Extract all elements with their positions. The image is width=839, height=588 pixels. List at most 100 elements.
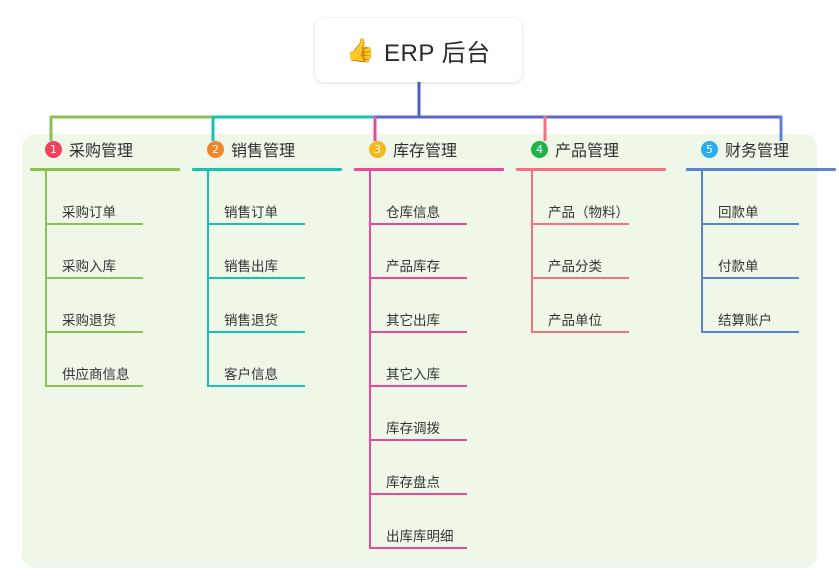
branch-header-sales[interactable]: 2 销售管理: [192, 134, 342, 164]
leaf-item-rule: [701, 223, 799, 225]
leaf-item[interactable]: 销售退货: [207, 279, 342, 333]
branch-header-rule: [686, 168, 836, 171]
branch-items-product: 产品（物料） 产品分类产品单位: [516, 171, 666, 333]
root-node-card[interactable]: 👍 ERP 后台: [315, 18, 522, 82]
leaf-item-label: 仓库信息: [386, 205, 440, 221]
leaf-item[interactable]: 其它入库: [369, 333, 504, 387]
leaf-item-label: 结算账户: [718, 313, 772, 329]
leaf-item-label: 产品单位: [548, 313, 602, 329]
branch-items-sales: 销售订单销售出库销售退货客户信息: [192, 171, 342, 387]
leaf-item-label: 采购退货: [62, 313, 116, 329]
leaf-item[interactable]: 库存盘点: [369, 441, 504, 495]
branch-spine: [531, 171, 533, 333]
leaf-item-rule: [531, 331, 629, 333]
branch-spine: [369, 171, 371, 549]
leaf-item-label: 产品库存: [386, 259, 440, 275]
leaf-item-label: 供应商信息: [62, 367, 130, 383]
branch-spine: [45, 171, 47, 387]
branch-header-finance[interactable]: 5 财务管理: [686, 134, 836, 164]
leaf-item-label: 产品分类: [548, 259, 602, 275]
leaf-item[interactable]: 销售订单: [207, 171, 342, 225]
branch-header-rule: [192, 168, 342, 171]
leaf-item-rule: [207, 331, 305, 333]
leaf-item-rule: [45, 277, 143, 279]
branch-number-badge: 3: [369, 140, 386, 158]
leaf-item[interactable]: 采购订单: [45, 171, 180, 225]
leaf-item[interactable]: 结算账户: [701, 279, 836, 333]
leaf-item-label: 采购入库: [62, 259, 116, 275]
branch-number-badge: 2: [207, 140, 224, 158]
branch-header-rule: [30, 168, 180, 171]
branch-number-badge: 1: [45, 140, 62, 158]
leaf-item-label: 其它入库: [386, 367, 440, 383]
branch-column-product: 4 产品管理产品（物料） 产品分类产品单位: [516, 134, 666, 333]
branch-items-purchasing: 采购订单采购入库采购退货供应商信息: [30, 171, 180, 387]
leaf-item-label: 客户信息: [224, 367, 278, 383]
leaf-item-label: 库存调拨: [386, 421, 440, 437]
leaf-item[interactable]: 产品分类: [531, 225, 666, 279]
leaf-item-rule: [531, 277, 629, 279]
diagram-background-panel: [22, 134, 817, 568]
branch-number-badge: 4: [531, 140, 548, 158]
branch-header-product[interactable]: 4 产品管理: [516, 134, 666, 164]
branch-items-finance: 回款单付款单结算账户: [686, 171, 836, 333]
leaf-item-label: 其它出库: [386, 313, 440, 329]
branch-header-purchasing[interactable]: 1 采购管理: [30, 134, 180, 164]
branch-number-badge: 5: [701, 140, 718, 158]
branch-spine: [207, 171, 209, 387]
leaf-item-rule: [369, 277, 467, 279]
leaf-item-label: 销售退货: [224, 313, 278, 329]
leaf-item-label: 库存盘点: [386, 475, 440, 491]
branch-title: 库存管理: [393, 143, 458, 160]
branch-title: 产品管理: [555, 143, 620, 160]
leaf-item[interactable]: 销售出库: [207, 225, 342, 279]
leaf-item-rule: [45, 223, 143, 225]
leaf-item-rule: [369, 331, 467, 333]
leaf-item-rule: [45, 385, 143, 387]
leaf-item-label: 付款单: [718, 259, 759, 275]
branch-header-rule: [354, 168, 504, 171]
leaf-item-label: 回款单: [718, 205, 759, 221]
branch-items-inventory: 仓库信息产品库存其它出库其它入库库存调拨库存盘点出库库明细: [354, 171, 504, 549]
leaf-item[interactable]: 客户信息: [207, 333, 342, 387]
leaf-item[interactable]: 库存调拨: [369, 387, 504, 441]
branch-column-inventory: 3 库存管理仓库信息产品库存其它出库其它入库库存调拨库存盘点出库库明细: [354, 134, 504, 549]
branch-title: 采购管理: [69, 143, 134, 160]
leaf-item[interactable]: 回款单: [701, 171, 836, 225]
leaf-item[interactable]: 供应商信息: [45, 333, 180, 387]
leaf-item[interactable]: 其它出库: [369, 279, 504, 333]
leaf-item-rule: [701, 331, 799, 333]
leaf-item-rule: [207, 277, 305, 279]
leaf-item-label: 产品（物料）: [548, 205, 629, 221]
leaf-item[interactable]: 产品单位: [531, 279, 666, 333]
branch-title: 销售管理: [231, 143, 296, 160]
leaf-item[interactable]: 采购退货: [45, 279, 180, 333]
leaf-item[interactable]: 产品库存: [369, 225, 504, 279]
branch-spine: [701, 171, 703, 333]
branch-header-rule: [516, 168, 666, 171]
leaf-item-rule: [531, 223, 629, 225]
leaf-item-label: 销售订单: [224, 205, 278, 221]
leaf-item-label: 采购订单: [62, 205, 116, 221]
leaf-item-rule: [369, 439, 467, 441]
leaf-item-label: 出库库明细: [386, 529, 454, 545]
leaf-item-rule: [207, 385, 305, 387]
branch-column-purchasing: 1 采购管理采购订单采购入库采购退货供应商信息: [30, 134, 180, 387]
leaf-item-rule: [369, 493, 467, 495]
thumbs-up-icon: 👍: [346, 36, 376, 63]
leaf-item-rule: [369, 223, 467, 225]
leaf-item[interactable]: 出库库明细: [369, 495, 504, 549]
leaf-item[interactable]: 仓库信息: [369, 171, 504, 225]
leaf-item[interactable]: 产品（物料）: [531, 171, 666, 225]
leaf-item-rule: [701, 277, 799, 279]
leaf-item-rule: [369, 385, 467, 387]
branch-header-inventory[interactable]: 3 库存管理: [354, 134, 504, 164]
branch-columns: 1 采购管理采购订单采购入库采购退货供应商信息 2 销售管理销售订单销售出库销售退货客…: [0, 134, 839, 568]
leaf-item[interactable]: 采购入库: [45, 225, 180, 279]
branch-column-finance: 5 财务管理回款单付款单结算账户: [686, 134, 836, 333]
leaf-item[interactable]: 付款单: [701, 225, 836, 279]
branch-column-sales: 2 销售管理销售订单销售出库销售退货客户信息: [192, 134, 342, 387]
leaf-item-rule: [207, 223, 305, 225]
branch-title: 财务管理: [725, 143, 790, 160]
